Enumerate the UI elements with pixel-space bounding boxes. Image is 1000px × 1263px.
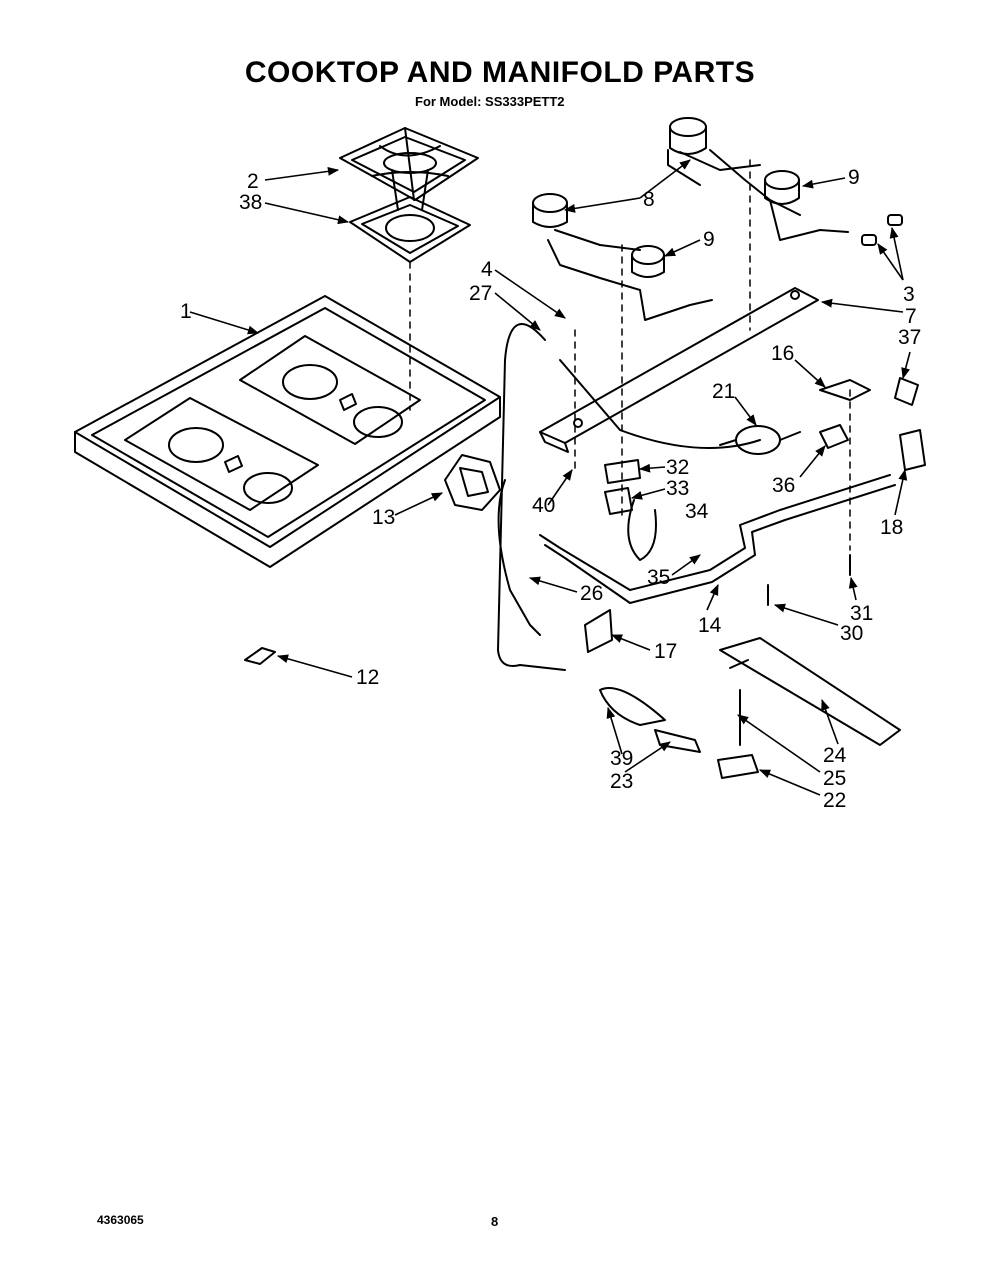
pressure-regulator [719,377,926,471]
callout-4: 4 [481,258,493,281]
callout-22: 22 [823,789,846,812]
callout-37: 37 [898,326,921,349]
callout-18: 18 [880,516,903,539]
manifold-pipe [539,474,896,604]
callout-26: 26 [580,582,603,605]
callout-12: 12 [356,666,379,689]
burner-support [539,287,819,453]
callout-3: 3 [903,283,915,306]
orifice-hoods [861,214,903,246]
callout-8: 8 [643,188,655,211]
callout-21: 21 [712,380,735,403]
callout-14: 14 [698,614,722,637]
callout-36: 36 [772,474,795,497]
callout-27: 27 [469,282,492,305]
callout-9b: 9 [703,228,715,251]
callout-40: 40 [532,494,555,517]
callout-1: 1 [180,300,192,323]
brackets [244,554,851,665]
safety-valve [444,454,501,511]
callout-30: 30 [840,622,863,645]
callout-32: 32 [666,456,689,479]
oven-burner-assembly [599,637,901,779]
callout-31: 31 [850,602,873,625]
callout-13: 13 [372,506,395,529]
callout-39: 39 [610,747,633,770]
spark-module [604,459,657,561]
page-number: 8 [491,1214,499,1229]
callout-25: 25 [823,767,846,790]
callout-16: 16 [771,342,794,365]
gas-tubing [497,323,761,671]
top-burners [532,117,849,321]
model-subtitle: For Model: SS333PETT2 [415,94,565,109]
callout-7: 7 [905,305,917,328]
callout-9: 9 [848,166,860,189]
document-number: 4363065 [97,1213,144,1227]
callout-38: 38 [239,191,262,214]
callout-35: 35 [647,566,670,589]
cooktop-panel [74,295,501,568]
callout-2: 2 [247,170,259,193]
callout-24: 24 [823,744,847,767]
callout-34: 34 [685,500,709,523]
page-title: COOKTOP AND MANIFOLD PARTS [244,56,756,89]
burner-bowl [349,196,471,263]
callout-33: 33 [666,477,689,500]
callout-17: 17 [654,640,677,663]
callout-23: 23 [610,770,633,793]
